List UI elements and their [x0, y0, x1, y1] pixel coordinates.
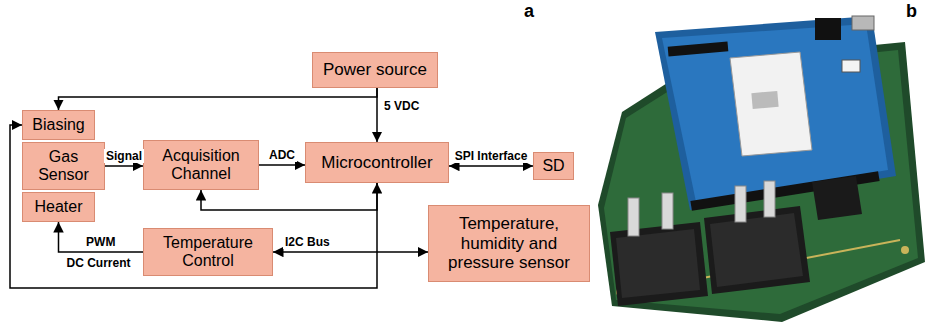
connector-arrow [259, 164, 305, 166]
photo-part [610, 222, 708, 306]
signal-label: I2C Bus [283, 235, 332, 249]
signal-label: 5 VDC [382, 99, 421, 113]
acquisition-box: Acquisition Channel [143, 140, 259, 190]
box-label: SD [542, 157, 564, 175]
box-label: Temperature Control [144, 234, 272, 271]
connector-arrow [59, 88, 378, 110]
box-label: Acquisition Channel [144, 147, 258, 184]
photo-part [812, 176, 862, 220]
signal-label: ADC [267, 148, 297, 162]
photo-part [662, 193, 673, 229]
bias-box: Biasing [22, 110, 95, 140]
photo-part [616, 229, 700, 298]
sd-box: SD [533, 152, 574, 180]
photo-part [704, 206, 810, 294]
box-label: Gas Sensor [23, 148, 104, 185]
panel-letter: a [524, 1, 534, 23]
signal-label: Signal [104, 149, 144, 163]
photo-part [668, 41, 729, 56]
box-label: Microcontroller [321, 153, 432, 173]
sd-card [812, 176, 862, 220]
photo-part [764, 181, 775, 217]
photo-part [710, 213, 803, 287]
photo-part [852, 16, 874, 30]
mcu-box: Microcontroller [305, 142, 449, 183]
heater-box: Heater [22, 192, 95, 222]
box-label: Power source [323, 60, 427, 80]
box-label: Temperature, humidity and pressure senso… [429, 214, 589, 273]
box-label: Heater [34, 198, 82, 216]
box-label: Biasing [32, 116, 84, 134]
photo-part [730, 52, 812, 156]
env-sensor-box: Temperature, humidity and pressure senso… [428, 205, 590, 282]
signal-label: PWM [84, 235, 117, 249]
photo-part [842, 60, 860, 72]
photo-part [735, 186, 746, 222]
connector-arrow [105, 165, 143, 167]
temp-control-box: Temperature Control [143, 228, 273, 276]
photo-part [815, 18, 841, 40]
connector-arrow [273, 251, 428, 253]
gas-sensor-strips [628, 181, 775, 236]
signal-label: DC Current [67, 256, 131, 270]
photo-part [901, 246, 909, 254]
power-box: Power source [312, 52, 438, 88]
photo-part [628, 198, 639, 236]
sensor-sockets [610, 206, 810, 306]
panel-letter: b [906, 1, 917, 23]
connector-arrow [449, 165, 533, 167]
connector-arrow [59, 222, 144, 252]
sensor-box: Gas Sensor [22, 142, 105, 190]
photo-part [751, 91, 778, 109]
signal-label: SPI Interface [453, 149, 530, 163]
